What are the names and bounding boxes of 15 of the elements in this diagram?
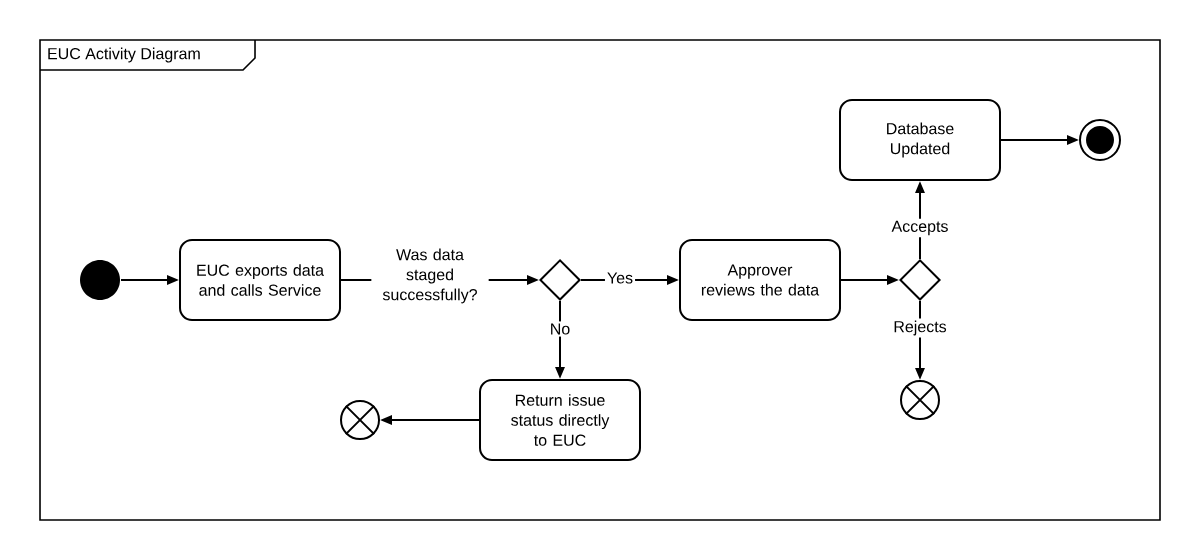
activity-box: Approver reviews the data [679,239,841,321]
decision-diamond [539,259,581,301]
edge-label: Accepts [889,218,951,238]
flow-final-node [900,380,940,420]
flow-final-node [340,400,380,440]
activity-box: EUC exports data and calls Service [179,239,341,321]
edge-label: No [547,321,573,337]
decision-diamond [899,259,941,301]
start-node [80,260,120,300]
edge-label: Yes [604,270,636,286]
activity-box: Database Updated [839,99,1001,181]
activity-box: Return issue status directly to EUC [479,379,641,461]
edge-label: Was data staged successfully? [371,246,489,306]
edge-label: Rejects [891,318,949,338]
end-node [1079,119,1121,161]
